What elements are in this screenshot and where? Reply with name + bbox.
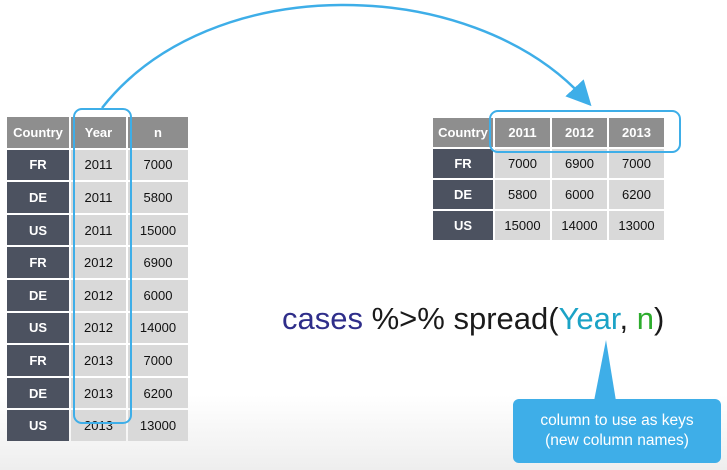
long-table-value-cell: 6000 [128,279,188,311]
code-function: spread( [453,301,559,336]
long-table-value-cell: 6900 [128,247,188,278]
callout-pointer [594,340,616,401]
code-pipe: %>% [362,301,454,336]
long-table-value-cell: 14000 [128,312,188,344]
wide-table-value-cell: 13000 [609,211,664,240]
long-table-header-row: Country Year n [7,117,188,148]
long-table-country-cell: DE [7,182,69,213]
long-table-country-cell: US [7,312,69,344]
wide-table-country-cell: DE [433,180,493,209]
wide-table-header-row: Country 2011 2012 2013 [433,118,664,147]
long-table-value-cell: 2011 [71,182,126,213]
long-table-country-cell: US [7,214,69,246]
long-table-country-cell: FR [7,247,69,278]
wide-table-value-cell: 6200 [609,180,664,209]
long-table-value-cell: 2012 [71,279,126,311]
callout-line-1: column to use as keys [540,412,694,429]
long-table-country-cell: DE [7,377,69,409]
code-separator: , [619,301,637,336]
long-table-value-cell: 15000 [128,214,188,246]
long-table-value-cell: 2012 [71,312,126,344]
long-table-value-cell: 2012 [71,247,126,278]
wide-table-country-cell: FR [433,149,493,178]
wide-header-country: Country [433,118,493,147]
curved-arrow [101,3,592,109]
wide-header-2013: 2013 [609,118,664,147]
long-header-year: Year [71,117,126,148]
code-value-arg: n [636,301,654,336]
wide-table-value-cell: 14000 [552,211,607,240]
keys-callout: column to use as keys (new column names) [513,399,721,463]
long-table-country-cell: DE [7,279,69,311]
long-table-value-cell: 2013 [71,377,126,409]
wide-table-value-cell: 7000 [495,149,550,178]
long-table-value-cell: 2013 [71,410,126,441]
long-table-value-cell: 6200 [128,377,188,409]
long-table-value-cell: 7000 [128,345,188,376]
long-table-country-cell: US [7,410,69,441]
wide-table-country-cell: US [433,211,493,240]
spread-code-snippet: cases %>% spread(Year, n) [282,301,664,337]
long-table-value-cell: 13000 [128,410,188,441]
long-table-value-cell: 7000 [128,149,188,181]
wide-table-value-cell: 15000 [495,211,550,240]
long-table-country-cell: FR [7,149,69,181]
long-table-value-cell: 2011 [71,214,126,246]
wide-table-value-cell: 6000 [552,180,607,209]
wide-header-2011: 2011 [495,118,550,147]
callout-line-2: (new column names) [545,432,689,449]
long-header-country: Country [7,117,69,148]
wide-header-2012: 2012 [552,118,607,147]
wide-table-value-cell: 5800 [495,180,550,209]
wide-table-value-cell: 6900 [552,149,607,178]
code-object: cases [282,301,363,336]
code-close-paren: ) [653,301,665,336]
wide-table-value-cell: 7000 [609,149,664,178]
long-table-country-cell: FR [7,345,69,376]
code-key-arg: Year [558,301,620,336]
long-table-value-cell: 2011 [71,149,126,181]
long-table-value-cell: 5800 [128,182,188,213]
long-header-n: n [128,117,188,148]
long-table-value-cell: 2013 [71,345,126,376]
